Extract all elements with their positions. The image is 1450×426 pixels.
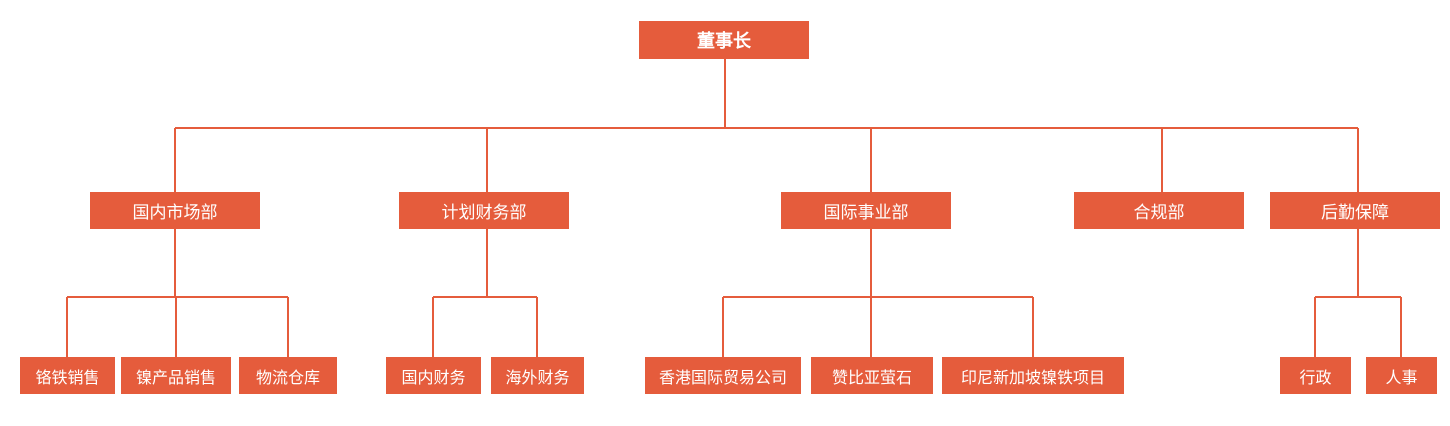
node-chairman: 董事长 bbox=[639, 21, 809, 59]
node-domestic-market-dept: 国内市场部 bbox=[90, 192, 260, 229]
node-compliance-dept: 合规部 bbox=[1074, 192, 1244, 229]
node-planning-finance-dept: 计划财务部 bbox=[399, 192, 569, 229]
node-overseas-finance: 海外财务 bbox=[491, 357, 584, 394]
node-hk-international-trade: 香港国际贸易公司 bbox=[645, 357, 801, 394]
node-logistics-warehouse: 物流仓库 bbox=[239, 357, 337, 394]
node-indonesia-singapore-nickel-project: 印尼新加坡镍铁项目 bbox=[942, 357, 1124, 394]
node-nickel-product-sales: 镍产品销售 bbox=[121, 357, 231, 394]
node-human-resources: 人事 bbox=[1366, 357, 1437, 394]
node-administration: 行政 bbox=[1280, 357, 1351, 394]
node-domestic-finance: 国内财务 bbox=[386, 357, 481, 394]
node-international-dept: 国际事业部 bbox=[781, 192, 951, 229]
node-zambia-fluorite: 赞比亚萤石 bbox=[811, 357, 933, 394]
node-ferrochrome-sales: 铬铁销售 bbox=[20, 357, 115, 394]
node-logistics-dept: 后勤保障 bbox=[1270, 192, 1440, 229]
